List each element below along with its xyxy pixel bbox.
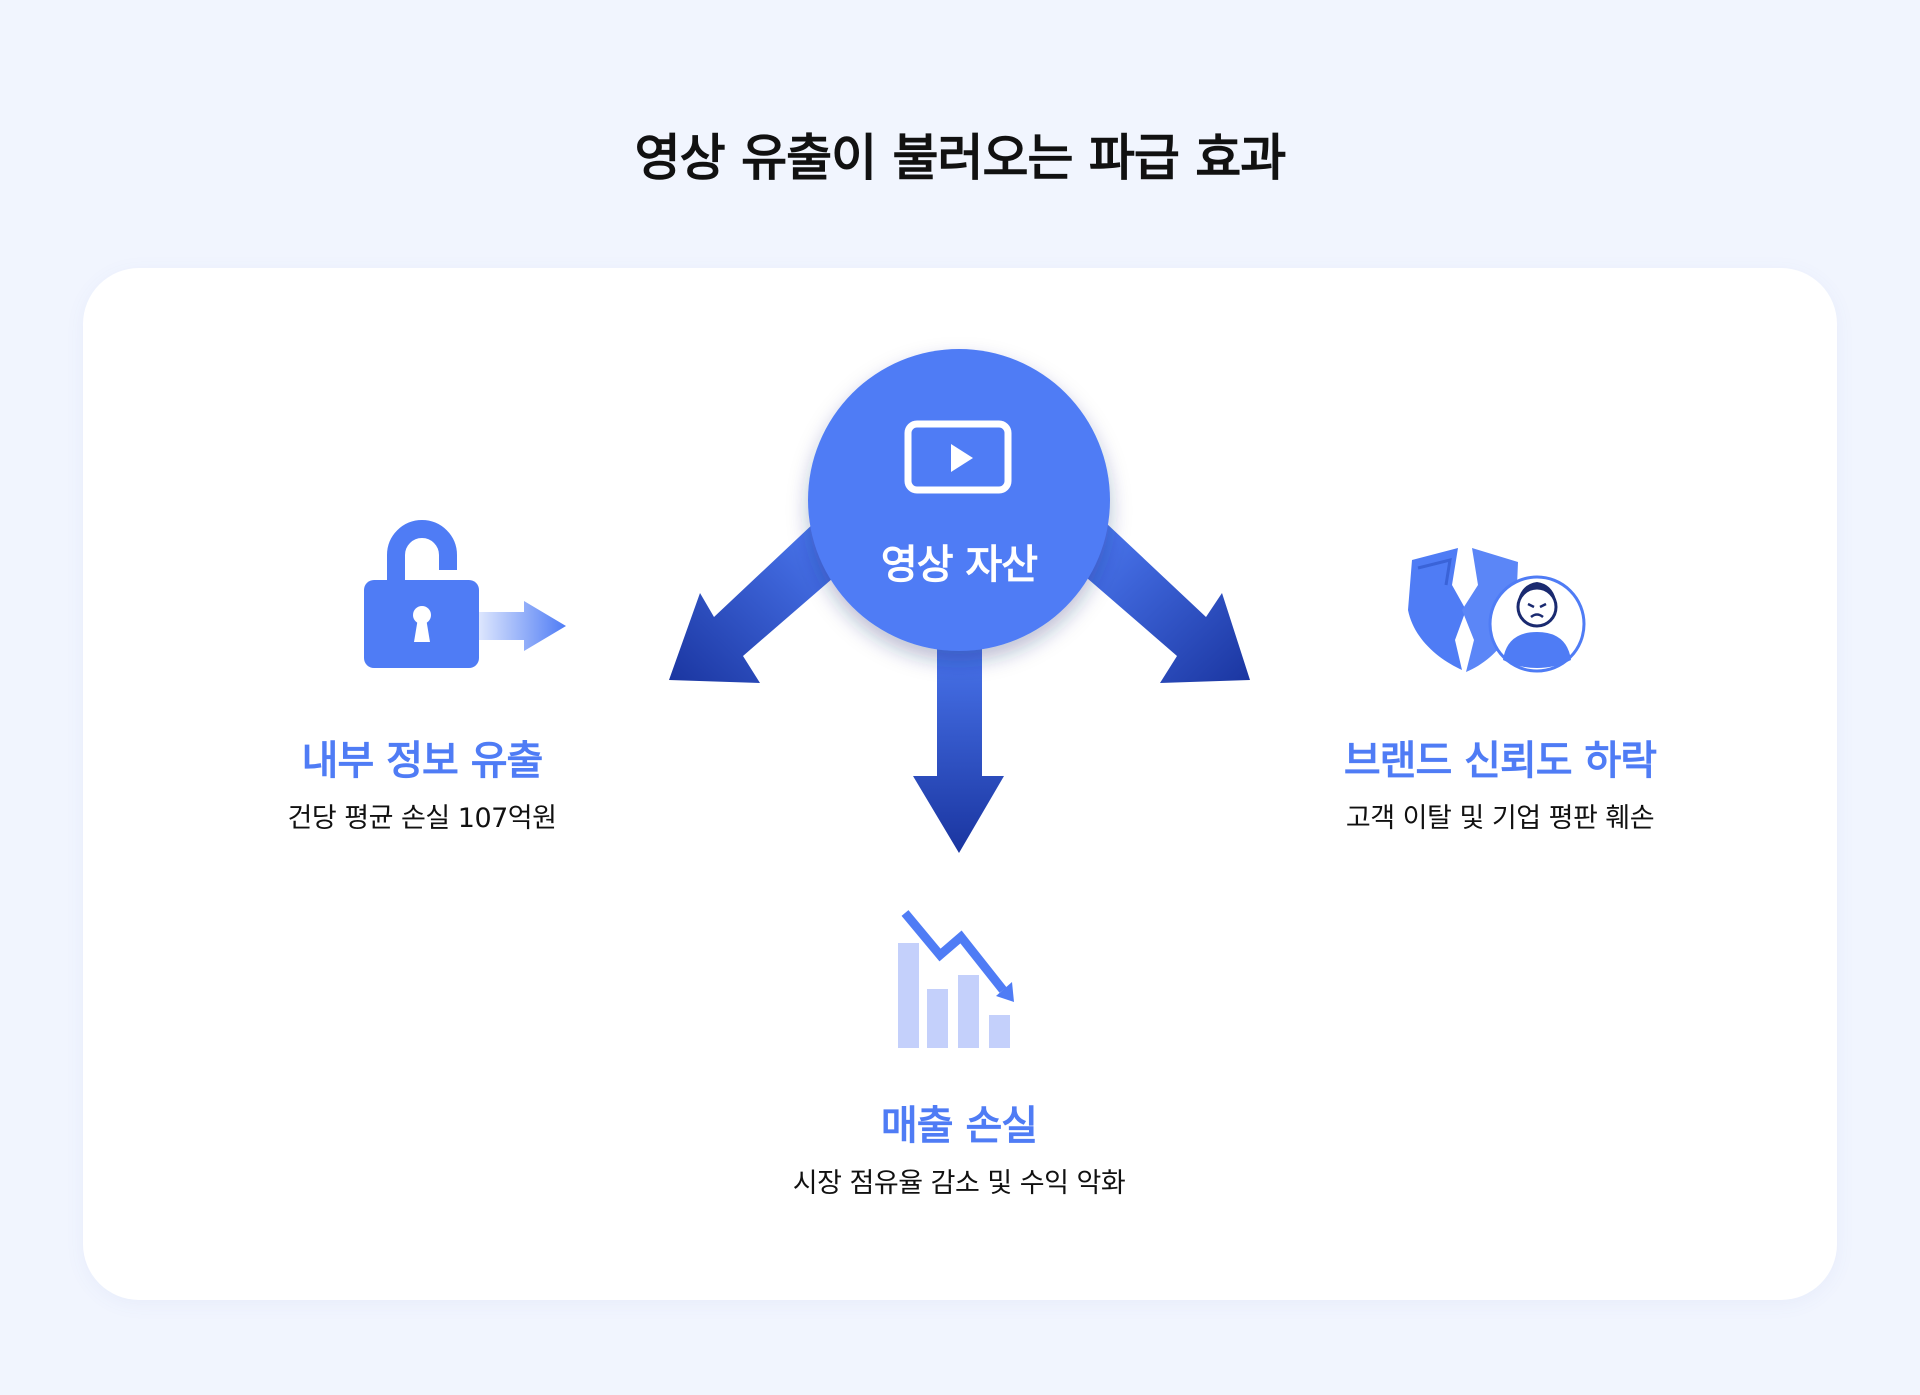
unlocked-padlock-icon <box>364 520 566 668</box>
broken-shield-angry-user-icon <box>1408 548 1586 673</box>
arrow-down <box>913 620 1004 853</box>
effect-desc-brand-trust: 고객 이탈 및 기업 평판 훼손 <box>1345 803 1655 834</box>
page-title: 영상 유출이 불러오는 파급 효과 <box>634 129 1287 187</box>
effect-title-revenue-loss: 매출 손실 <box>880 1103 1038 1149</box>
effect-title-info-leak: 내부 정보 유출 <box>301 738 544 784</box>
arrow-left <box>669 522 840 683</box>
effect-desc-revenue-loss: 시장 점유율 감소 및 수익 악화 <box>792 1168 1126 1199</box>
effect-title-brand-trust: 브랜드 신뢰도 하락 <box>1343 738 1657 784</box>
effect-desc-info-leak: 건당 평균 손실 107억원 <box>287 803 557 834</box>
arrow-right <box>1080 522 1250 683</box>
center-circle <box>808 349 1110 651</box>
video-play-icon <box>904 420 1012 494</box>
center-label: 영상 자산 <box>880 542 1038 588</box>
declining-bar-chart-icon <box>898 910 1014 1048</box>
